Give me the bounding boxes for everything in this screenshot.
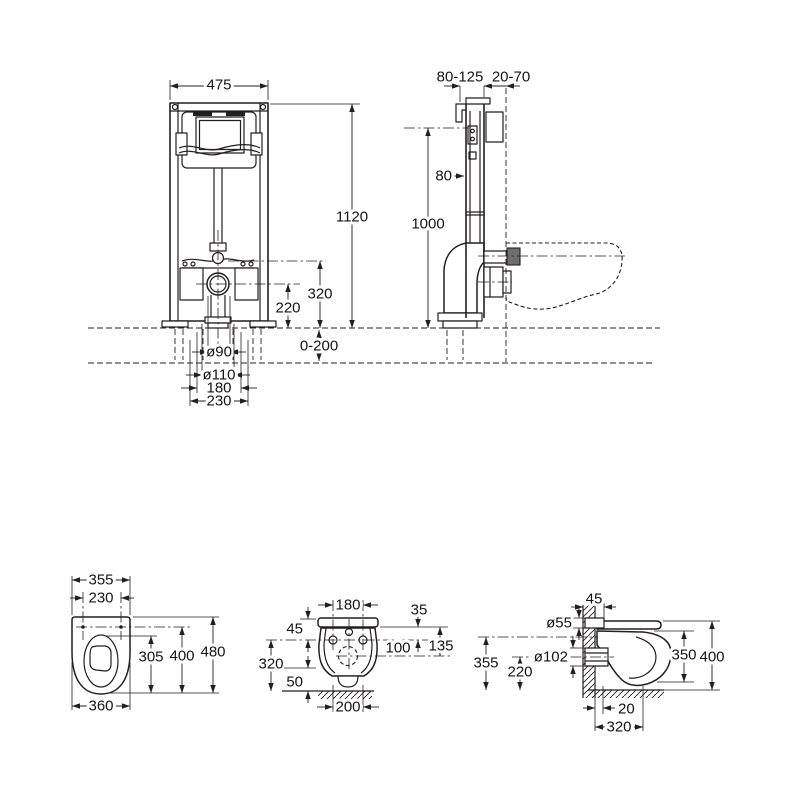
dim-bowl-front-depth: 305 xyxy=(138,649,163,666)
ground-hatch xyxy=(318,691,372,699)
dim-supply-height: 1000 xyxy=(411,216,444,233)
inlet-cap xyxy=(506,247,521,266)
seat-lid-edge xyxy=(317,617,379,628)
dim-top-to-outlet: 135 xyxy=(428,638,453,655)
pan-silhouette-dashed xyxy=(505,242,623,310)
frame-front-view: 475 1120 320 220 0-200 ø90 ø110 180 230 xyxy=(161,74,371,413)
dim-frame-width: 475 xyxy=(206,77,231,94)
dim-pan-width-top: 355 xyxy=(88,572,113,589)
wall-hook-bracket xyxy=(455,103,466,123)
dim-bottom-projection: 320 xyxy=(606,719,631,736)
ground-hatch xyxy=(588,690,664,698)
dim-wall-to-fixing: 45 xyxy=(586,591,603,608)
dim-rear-hole-spacing: 180 xyxy=(335,597,360,614)
pan-rear-view: 180 45 35 100 135 320 50 200 xyxy=(255,594,456,719)
dim-body-height: 350 xyxy=(671,647,696,664)
outlet-bump xyxy=(337,675,359,688)
dim-total-height: 400 xyxy=(699,649,724,666)
dim-wall-clearance: 20 xyxy=(618,701,635,718)
dim-pan-width-max: 360 xyxy=(88,698,113,715)
dim-total-depth: 480 xyxy=(200,644,225,661)
tank-clip xyxy=(226,112,245,116)
dim-depth-range: 80-125 xyxy=(437,69,484,86)
dim-outlet-axis-height: 220 xyxy=(507,664,532,681)
inlet-stub xyxy=(584,617,605,629)
frame-bolt-hole xyxy=(171,103,179,111)
tank-clip xyxy=(193,112,212,116)
seat-opening xyxy=(83,634,119,688)
support-bar xyxy=(178,144,261,151)
drain-elbow xyxy=(443,242,485,314)
dim-hole-spacing: 230 xyxy=(88,590,113,607)
dim-inlet-dia: ø55 xyxy=(546,615,572,632)
frame-side-view: 80-125 20-70 80 1000 xyxy=(404,66,625,362)
dim-frame-height: 1120 xyxy=(336,209,368,226)
dim-inlet-height: 320 xyxy=(307,286,332,303)
dim-top-to-fixing-right: 35 xyxy=(411,602,428,619)
dim-base-width: 200 xyxy=(335,699,360,716)
dim-cladding-range: 20-70 xyxy=(492,69,530,86)
dim-fixing-spacing-inner: 180 xyxy=(206,380,231,397)
side-bracket xyxy=(175,132,188,156)
drain-elbow-stub xyxy=(442,320,478,329)
dim-foot-adjustment: 0-200 xyxy=(300,338,338,355)
frame-top-cap xyxy=(465,97,491,105)
bowl-sump xyxy=(89,645,112,672)
dim-bottom-clearance: 50 xyxy=(286,674,303,691)
dim-outlet-dia: ø102 xyxy=(534,649,568,666)
pan-side-view: 45 ø55 ø102 355 220 350 400 20 32 xyxy=(470,588,727,739)
floor-reference-lines xyxy=(88,327,660,364)
dim-top-to-fixing: 45 xyxy=(286,621,303,638)
pan-top-view: 355 230 360 305 400 480 xyxy=(70,569,229,718)
inlet-pipe xyxy=(483,250,509,264)
seat-lid-profile xyxy=(596,620,662,630)
flush-plate-window xyxy=(195,116,245,154)
dim-inlet-axis-height: 355 xyxy=(473,655,498,672)
frame-foot xyxy=(249,320,277,328)
dim-hole-depth: 400 xyxy=(169,648,194,665)
dim-fixing-height: 320 xyxy=(258,656,283,673)
dim-outlet-height: 220 xyxy=(275,300,300,317)
internal-mechanism xyxy=(467,125,478,145)
dim-outlet-pipe-dia: ø90 xyxy=(206,344,232,361)
pan-body-profile xyxy=(596,630,672,687)
flush-duct xyxy=(485,111,504,143)
side-bracket xyxy=(250,132,263,156)
frame-bolt-hole xyxy=(259,103,267,111)
drain-elbow-flange xyxy=(437,312,483,322)
dim-drain-pipe-dia: ø110 xyxy=(202,367,235,384)
dim-frame-depth: 80 xyxy=(435,168,452,185)
dim-fixing-spacing-outer: 230 xyxy=(206,393,231,410)
frame-foot xyxy=(161,320,189,328)
dim-fixing-to-outlet: 100 xyxy=(385,640,410,657)
